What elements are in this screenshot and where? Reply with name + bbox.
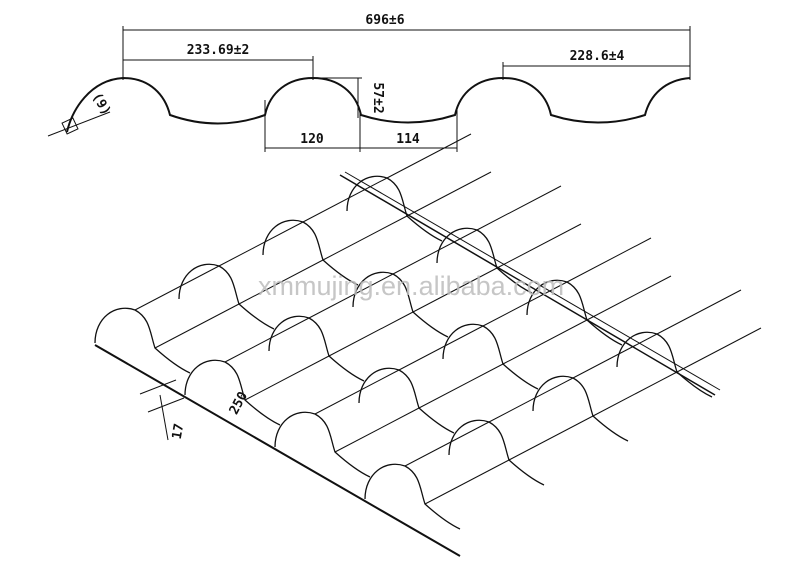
tile-crest-line [308, 273, 394, 319]
tile-step-curve [436, 227, 533, 294]
tile-crest-line [386, 133, 472, 179]
tile-crest-line [134, 265, 220, 311]
tile-valley-line [424, 459, 510, 505]
tile-crest-line [404, 421, 490, 467]
tile-step-curve [268, 315, 365, 382]
tile-valley-line [406, 171, 492, 217]
tile-step-curve [352, 271, 449, 338]
step-length-label: 250 [227, 389, 251, 417]
tile-step-curve [358, 367, 455, 434]
tile-valley-line [334, 407, 420, 453]
tile-crest-line [224, 317, 310, 363]
tile-step-curve [532, 375, 629, 442]
tile-crest-line [392, 229, 478, 275]
tile-valley-line [154, 303, 240, 349]
tile-crest-line [572, 333, 658, 379]
sheet-back-lip [344, 171, 721, 391]
tile-step-curve [262, 219, 359, 286]
tile-crest-line [488, 377, 574, 423]
tile-step-curve [274, 411, 371, 478]
tile-valley-line [328, 311, 414, 357]
tile-crest-line [566, 237, 652, 283]
tile-sheet-isometric [94, 133, 762, 557]
tile-valley-line [676, 327, 762, 373]
tile-valley-line [508, 415, 594, 461]
tile-step-curve [178, 263, 275, 330]
tile-step-curve [364, 463, 461, 530]
edge-radius-label: (9) [89, 90, 114, 118]
tile-valley-line [502, 319, 588, 365]
pitch-left-label: 233.69±2 [187, 43, 250, 58]
overall-width-label: 696±6 [365, 13, 404, 28]
crest-width-label: 120 [300, 132, 324, 147]
profile-line [66, 76, 691, 133]
tile-step-curve [442, 323, 539, 390]
tile-crest-line [218, 221, 304, 267]
sheet-back-edge [339, 174, 716, 396]
tile-crest-line [314, 369, 400, 415]
tile-valley-line [244, 355, 330, 401]
tile-crest-line [476, 185, 562, 231]
tile-step-curve [94, 307, 191, 374]
trough-width-label: 114 [396, 132, 420, 147]
step-height-label: 17 [170, 422, 187, 440]
sheet-front-edge [94, 344, 461, 557]
tile-profile [66, 76, 691, 133]
pitch-right-label: 228.6±4 [570, 49, 625, 64]
tile-crest-line [398, 325, 484, 371]
tile-crest-line [656, 289, 742, 335]
tile-step-curve [616, 331, 713, 398]
tile-valley-line [586, 275, 672, 321]
tile-valley-line [592, 371, 678, 417]
tile-valley-line [418, 363, 504, 409]
watermark: xmmujing.en.alibaba.com [258, 271, 564, 301]
dimension-lines [47, 26, 691, 441]
tile-valley-line [412, 267, 498, 313]
tile-valley-line [322, 215, 408, 261]
tile-step-curve [526, 279, 623, 346]
tile-valley-line [496, 223, 582, 269]
tile-valley-line [238, 259, 324, 305]
tile-crest-line [302, 177, 388, 223]
tile-step-curve [448, 419, 545, 486]
profile-height-label: 57±2 [370, 82, 385, 113]
tile-step-curve [184, 359, 281, 426]
tile-crest-line [482, 281, 568, 327]
tile-step-curve [346, 175, 443, 242]
